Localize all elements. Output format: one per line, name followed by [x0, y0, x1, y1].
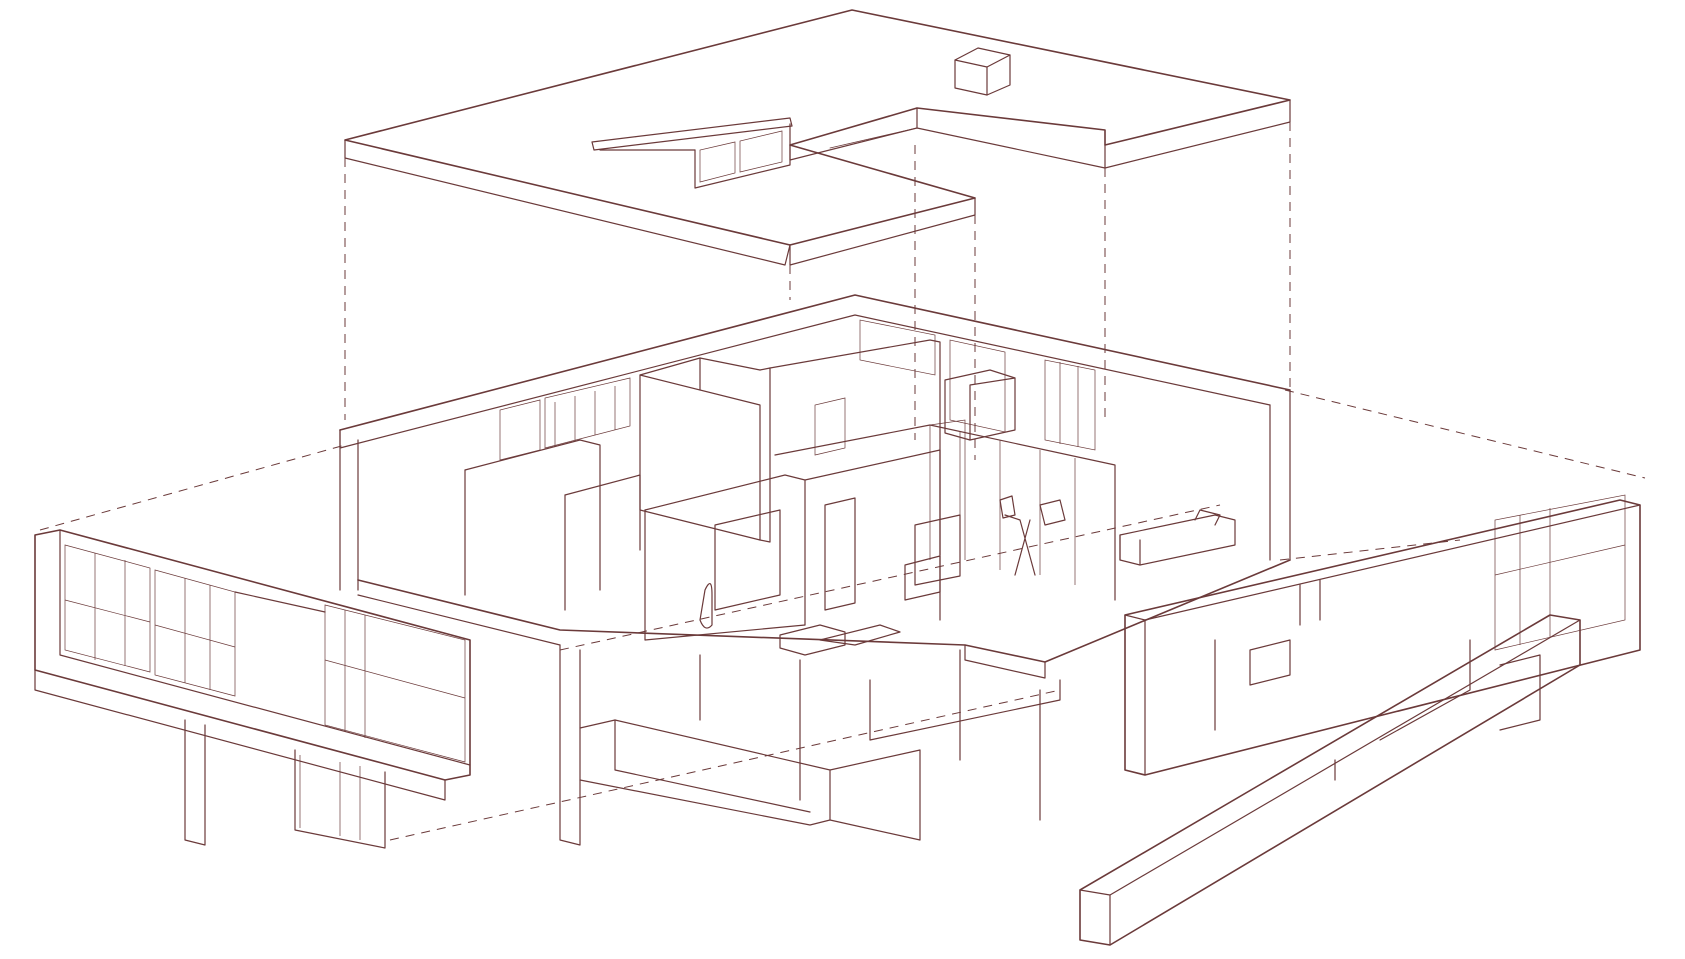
roof-slab — [344, 9, 1291, 266]
right-wing — [1124, 494, 1641, 781]
left-wing — [34, 529, 471, 849]
chimney — [954, 47, 1011, 96]
roof-clerestory — [591, 117, 793, 189]
basement-walls — [559, 644, 1061, 846]
living-glazing — [774, 419, 1116, 601]
furniture — [699, 495, 1236, 656]
interior-walls — [464, 339, 1016, 641]
entrance-ramp — [1079, 614, 1581, 946]
main-floor — [339, 294, 1291, 679]
explosion-guides — [39, 122, 1646, 841]
